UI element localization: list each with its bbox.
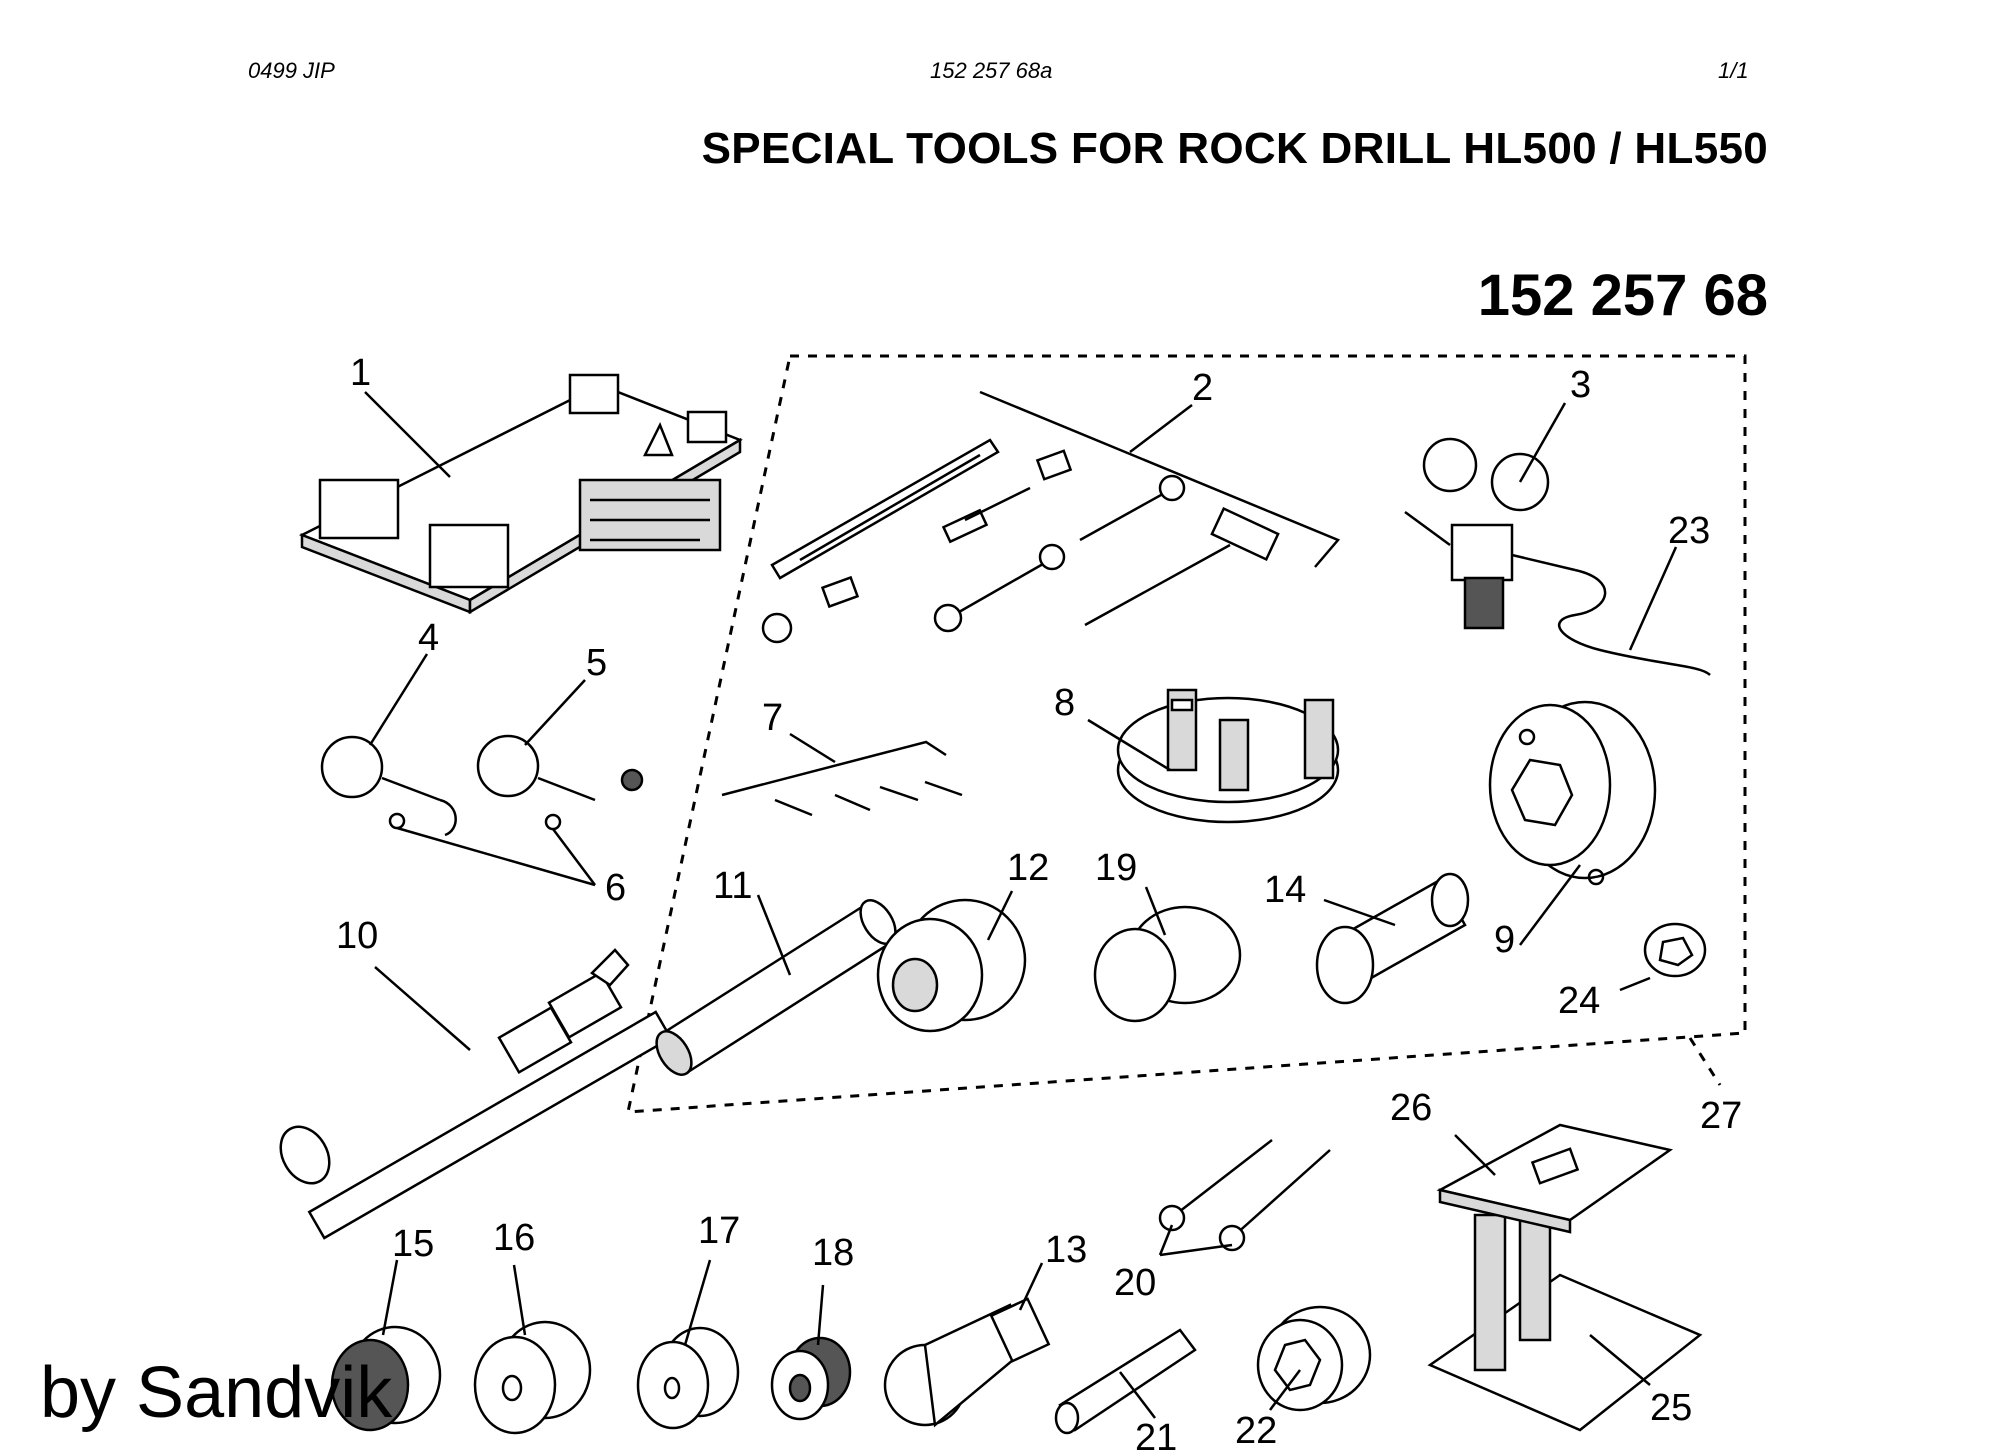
callout-25: 25 — [1650, 1387, 1692, 1429]
callout-21: 21 — [1135, 1417, 1177, 1451]
kit-boundary-leader — [1688, 1037, 1722, 1086]
part-20-screws — [1158, 1139, 1331, 1252]
callout-27: 27 — [1700, 1095, 1742, 1137]
part-15-disc — [330, 1325, 442, 1432]
part-16-disc — [473, 1320, 592, 1435]
part-3-pressure-regulator — [1404, 437, 1576, 630]
callout-18: 18 — [812, 1232, 854, 1274]
part-18-disc — [770, 1336, 852, 1421]
part-9-flange-adapter — [1488, 700, 1657, 886]
callout-23: 23 — [1668, 510, 1710, 552]
callout-26: 26 — [1390, 1087, 1432, 1129]
part-24-adapter — [1643, 922, 1707, 978]
part-10-slide-hammer — [279, 948, 673, 1240]
callout-4: 4 — [418, 617, 439, 659]
callout-12: 12 — [1007, 847, 1049, 889]
document-title: SPECIAL TOOLS FOR ROCK DRILL HL500 / HL5… — [701, 124, 1768, 173]
callout-14: 14 — [1264, 869, 1306, 911]
header-page-number: 1/1 — [1718, 58, 1749, 83]
callout-13: 13 — [1045, 1229, 1087, 1271]
callout-8: 8 — [1054, 682, 1075, 724]
callout-17: 17 — [698, 1210, 740, 1252]
callout-10: 10 — [336, 915, 378, 957]
callout-5: 5 — [586, 642, 607, 684]
part-8-fixture-plate — [1116, 688, 1340, 824]
callout-22: 22 — [1235, 1410, 1277, 1451]
callout-16: 16 — [493, 1217, 535, 1259]
part-22-hex-socket — [1256, 1305, 1372, 1412]
part-1-bench-plate — [298, 373, 743, 615]
part-2-wrench-set — [761, 390, 1341, 644]
part-6-o-rings — [388, 812, 562, 831]
callout-11: 11 — [713, 865, 752, 907]
callout-7: 7 — [762, 697, 783, 739]
callout-6: 6 — [605, 867, 626, 909]
header-code: 0499 JIP — [248, 58, 335, 83]
part-12-bushing-tool — [876, 898, 1027, 1033]
callout-2: 2 — [1192, 367, 1213, 409]
header-document-ref: 152 257 68a — [930, 58, 1053, 83]
document-number: 152 257 68 — [1477, 263, 1768, 328]
part-11-mandrel — [655, 899, 897, 1076]
part-23-hose — [1558, 568, 1711, 676]
callout-19: 19 — [1095, 847, 1137, 889]
part-19-sleeve — [1093, 905, 1242, 1023]
part-5-pressure-gauge — [476, 734, 644, 802]
part-4-pressure-gauge — [320, 735, 457, 837]
part-13-stepped-drift — [883, 1297, 1051, 1428]
callout-3: 3 — [1570, 364, 1591, 406]
part-17-disc — [636, 1326, 740, 1430]
kit-boundary — [626, 354, 1747, 1114]
callout-20: 20 — [1114, 1262, 1156, 1304]
callout-1: 1 — [350, 352, 371, 394]
callout-9: 9 — [1494, 919, 1515, 961]
brand-watermark: by Sandvik — [40, 1353, 393, 1433]
part-14-guide-pin — [1315, 872, 1470, 1005]
callout-15: 15 — [392, 1223, 434, 1265]
part-7-hook-picks — [721, 740, 963, 817]
part-26-stand-top — [1436, 1123, 1674, 1234]
callout-24: 24 — [1558, 980, 1600, 1022]
